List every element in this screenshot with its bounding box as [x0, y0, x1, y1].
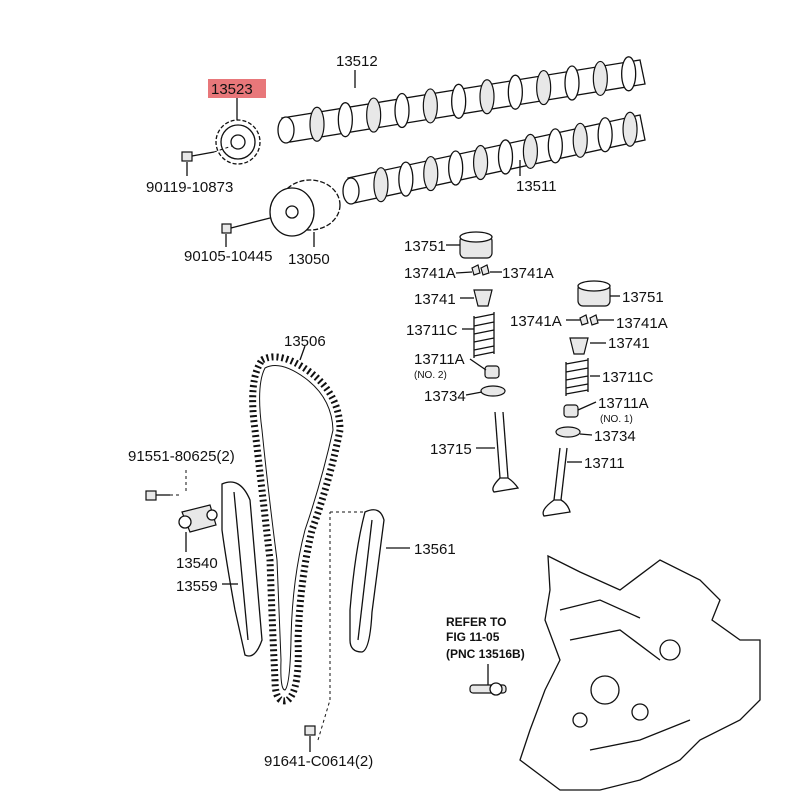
chain-guide-13561[interactable]: [349, 509, 385, 653]
keeper-13741a-left[interactable]: [471, 264, 490, 276]
cam-lobe: [592, 60, 608, 97]
label-13711c-left[interactable]: 13711C: [406, 322, 458, 339]
camshaft-13512[interactable]: [277, 56, 646, 144]
label-90119-10873[interactable]: 90119-10873: [146, 179, 233, 196]
label-13741a-1[interactable]: 13741A: [404, 265, 456, 282]
cam-lobe: [536, 69, 552, 106]
cam-lobe: [472, 144, 489, 181]
label-13561[interactable]: 13561: [414, 541, 456, 558]
valve-lifter-13751-left[interactable]: [459, 231, 493, 259]
cam-lobe: [337, 102, 353, 138]
label-90105-10445[interactable]: 90105-10445: [184, 248, 272, 265]
label-13711a-right[interactable]: 13711A: [598, 395, 649, 412]
label-13511[interactable]: 13511: [516, 178, 557, 195]
cam-lobe: [448, 150, 464, 186]
label-13540[interactable]: 13540: [176, 555, 218, 572]
valve-13715[interactable]: [492, 411, 520, 493]
chain-guide-13559[interactable]: [221, 481, 263, 657]
label-91551-80625[interactable]: 91551-80625(2): [128, 448, 235, 465]
seal-13734-left[interactable]: [480, 385, 506, 397]
cam-lobe: [309, 106, 325, 142]
keeper-13741a-right[interactable]: [579, 314, 599, 326]
cam-lobe: [422, 88, 438, 124]
bolt-90105[interactable]: [221, 217, 271, 234]
cam-lobe: [564, 65, 580, 101]
label-13741-left[interactable]: 13741: [414, 291, 456, 308]
label-13711c-right[interactable]: 13711C: [602, 369, 654, 386]
cam-lobe: [373, 167, 389, 203]
label-13711a-left[interactable]: 13711A: [414, 351, 465, 368]
label-13751-left[interactable]: 13751: [404, 238, 446, 255]
label-no2: (NO. 2): [414, 370, 447, 381]
cam-lobe: [479, 79, 495, 115]
label-13741a-3[interactable]: 13741A: [510, 313, 562, 330]
spring-13711c-left[interactable]: [473, 312, 495, 358]
cam-lobe: [398, 161, 414, 197]
vvt-gear-13050[interactable]: [269, 179, 341, 237]
engine-block: [519, 554, 761, 791]
retainer-13741-left[interactable]: [473, 289, 493, 307]
label-13734-left[interactable]: 13734: [424, 388, 466, 405]
cam-lobe: [423, 155, 439, 192]
refer-line-1: REFER TO: [446, 615, 506, 629]
label-13523[interactable]: 13523: [211, 81, 253, 98]
label-13512[interactable]: 13512: [336, 53, 378, 70]
label-13741-right[interactable]: 13741: [608, 335, 650, 352]
cam-lobe: [621, 56, 637, 92]
valve-lifter-13751-right[interactable]: [577, 280, 611, 307]
label-13715[interactable]: 13715: [430, 441, 472, 458]
bolt-91551[interactable]: [145, 490, 170, 501]
chain-tensioner-13540[interactable]: [178, 504, 218, 533]
label-13506[interactable]: 13506: [284, 333, 326, 350]
cam-lobe: [522, 133, 539, 169]
label-13734-right[interactable]: 13734: [594, 428, 636, 445]
label-13751-right[interactable]: 13751: [622, 289, 664, 306]
label-13741a-2[interactable]: 13741A: [502, 265, 554, 282]
seat-13711a-left[interactable]: [484, 365, 500, 379]
label-13559[interactable]: 13559: [176, 578, 218, 595]
spring-13711c-right[interactable]: [565, 358, 589, 396]
label-13711[interactable]: 13711: [584, 455, 625, 472]
highlight-box: [208, 79, 266, 98]
label-91641-c0614[interactable]: 91641-C0614(2): [264, 753, 373, 770]
retainer-13741-right[interactable]: [569, 337, 589, 355]
label-13050[interactable]: 13050: [288, 251, 330, 268]
valve-13711[interactable]: [542, 447, 571, 517]
cam-lobe: [394, 92, 410, 129]
cam-lobe: [547, 128, 563, 164]
cam-lobe: [622, 111, 638, 147]
camshaft-13511[interactable]: [342, 111, 646, 205]
refer-line-2: FIG 11-05: [446, 630, 500, 644]
bolt-91641[interactable]: [304, 725, 316, 736]
seal-13734-right[interactable]: [555, 426, 581, 438]
bolt-90119[interactable]: [181, 151, 215, 162]
cam-lobe: [497, 139, 514, 175]
seat-13711a-right[interactable]: [563, 404, 579, 418]
timing-chain-13506[interactable]: [249, 353, 344, 705]
refer-pin-13516b[interactable]: [469, 682, 507, 696]
label-13741a-4[interactable]: 13741A: [616, 315, 668, 332]
cam-lobe: [572, 122, 588, 158]
cam-sprocket-13523[interactable]: [215, 119, 261, 165]
cam-lobe: [451, 83, 467, 119]
refer-line-3[interactable]: (PNC 13516B): [446, 647, 525, 661]
cam-lobe: [366, 97, 382, 133]
cam-lobe: [597, 117, 613, 153]
label-no1: (NO. 1): [600, 414, 633, 425]
cam-lobe: [507, 74, 523, 110]
